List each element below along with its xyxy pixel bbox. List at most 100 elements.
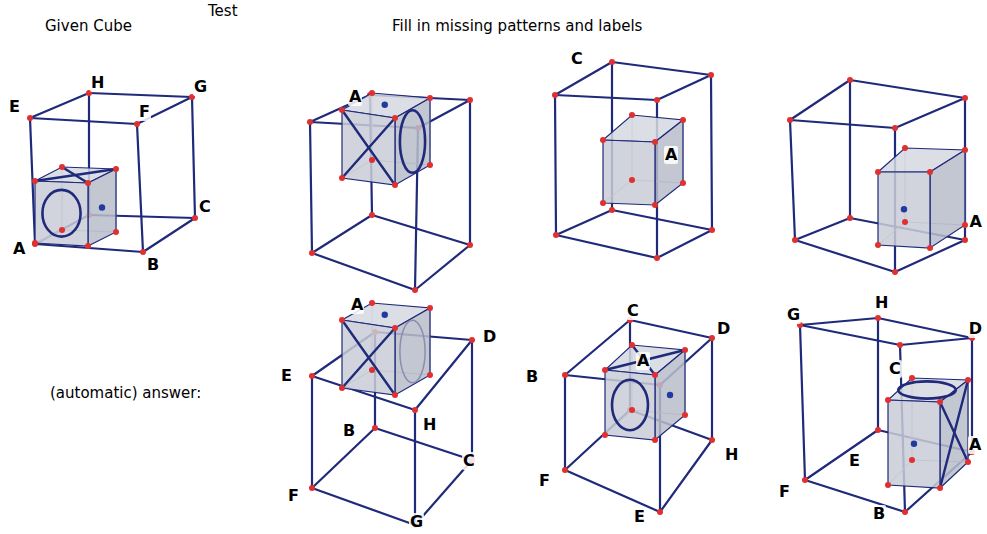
vertex-label: C [570,50,584,68]
frame-edge [800,325,900,345]
vertex-dot [369,212,375,218]
frame-edge [805,480,905,512]
vertex-dot [875,242,881,248]
vertex-dot [792,237,798,243]
vertex-label: B [342,422,356,440]
frame-edge [850,80,965,98]
vertex-dot [392,392,398,398]
cube-face [655,120,683,205]
vertex-label: B [525,368,539,386]
cube-face [342,110,395,185]
frame-edge [469,100,471,245]
frame-edge [612,210,712,230]
frame-edge [192,97,195,218]
cube-face [605,370,655,440]
cube-face [603,140,655,205]
frame-edge [630,320,712,338]
frame-edge [89,93,192,97]
vertex-dot [652,437,658,443]
frame-edge [849,80,851,218]
vertex-dot [682,347,688,353]
vertex-dot [467,242,473,248]
vertex-label: D [482,328,497,346]
frame-edge [312,488,415,525]
vertex-dot [602,432,608,438]
vertex-dot [654,255,660,261]
vertex-dot [412,407,418,413]
vertex-dot [600,200,606,206]
vertex-dot [427,95,433,101]
vertex-dot [709,227,715,233]
vertex-dot [412,287,418,293]
vertex-dot [59,164,65,170]
vertex-dot [609,207,615,213]
frame-edge [137,124,143,252]
vertex-label: A [664,146,678,164]
frame-edge [800,325,805,480]
vertex-dot [339,107,345,113]
vertex-dot [562,372,568,378]
vertex-label: A [350,296,364,314]
cube-face [35,181,88,246]
vertex-label: C [888,360,902,378]
frame-edge [555,95,556,235]
heading-text: Fill in missing patterns and labels [392,18,642,35]
frame-edge [311,376,313,488]
frame-edge [312,215,372,253]
frame-edge [471,340,473,460]
vertex-dot [309,250,315,256]
vertex-dot [134,121,140,127]
vertex-dot [562,467,568,473]
vertex-dot [902,145,908,151]
vertex-dot [309,485,315,491]
vertex-dot [600,137,606,143]
vertex-label: F [287,487,300,505]
circle-pattern [400,320,425,383]
vertex-dot [897,342,903,348]
vertex-dot [427,162,433,168]
frame-edge [660,440,712,512]
dot-pattern [99,204,105,210]
vertex-label: E [8,98,21,116]
frame-edge [790,80,850,120]
dot-pattern [911,441,917,447]
circle-pattern [898,381,956,398]
vertex-dot [629,112,635,118]
frame-edge [900,338,972,345]
vertex-dot [892,125,898,131]
vertex-dot [392,325,398,331]
vertex-dot [553,232,559,238]
dot-pattern [901,206,907,212]
vertex-dot [32,241,38,247]
cross-pattern [632,345,655,375]
vertex-dot [369,300,375,306]
frame-edge [556,210,612,235]
vertex-label: F [538,472,551,490]
frame-edge [143,218,195,252]
vertex-dot [892,269,898,275]
vertex-dot [847,215,853,221]
frame-edge [795,218,850,240]
frame-edge [795,240,895,272]
vertex-label: H [724,446,739,464]
frame-edge [878,318,972,338]
dot-pattern [667,392,673,398]
frame-edge [805,430,878,480]
frame-edge [415,245,470,290]
vertex-dot [372,425,378,431]
frame-edge [657,75,711,100]
frame-edge [312,253,415,290]
vertex-label: C [198,198,212,216]
cross-pattern [940,380,968,488]
frame-edge [564,375,566,470]
vertex-dot [962,95,968,101]
vertex-dot [654,97,660,103]
vertex-dot [113,166,119,172]
frame-edge [711,338,713,440]
frame-edge [556,235,657,258]
vertex-dot [629,177,635,183]
vertex-dot [427,305,433,311]
frame-edge [565,470,660,512]
frame-edge [800,318,878,325]
